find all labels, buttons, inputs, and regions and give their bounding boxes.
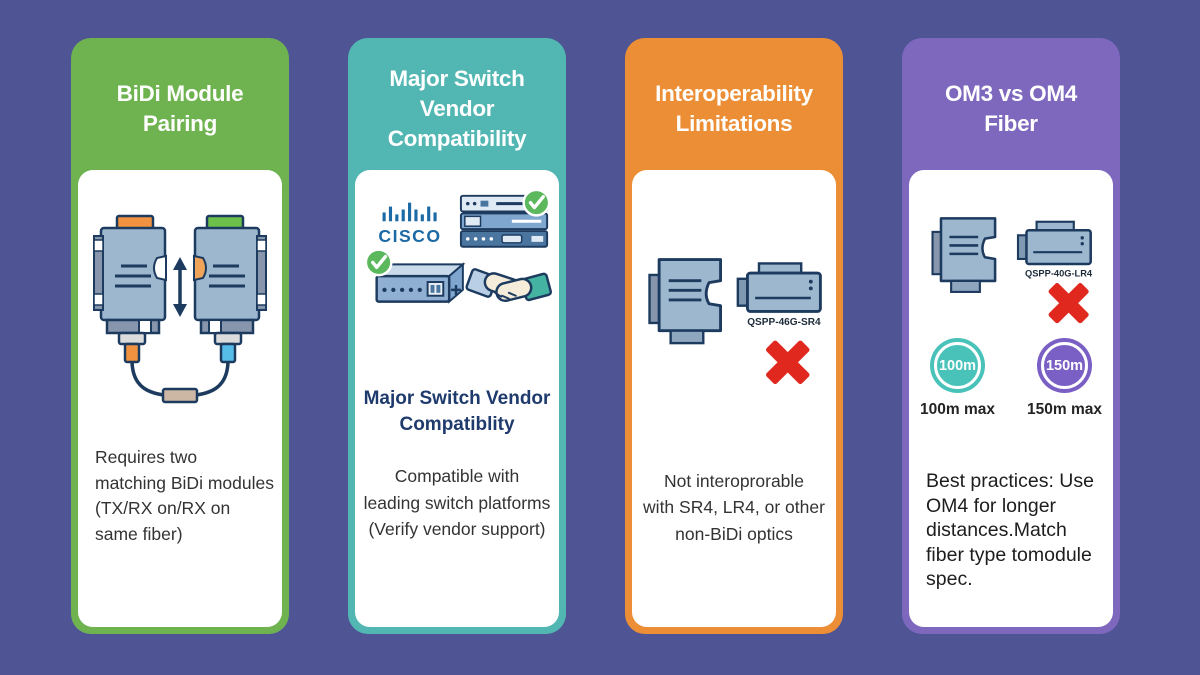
om3-distance-value: 100m (938, 357, 977, 374)
card-header: OM3 vs OM4 Fiber (902, 38, 1120, 170)
bidi-module-pair-icon (93, 214, 267, 404)
card-subheading: Major Switch Vendor Compatiblity (363, 388, 551, 435)
fiber-distance-row: 100m 100m max 150m 150m max (909, 338, 1113, 419)
right-transceiver-icon (193, 214, 267, 364)
card-header: Interoperability Limitations (625, 38, 843, 170)
card-panel: QSPP-40G-LR4 100m 100m max 150m (909, 170, 1113, 627)
card-body-text: Compatible with leading switch platforms… (363, 466, 551, 539)
card-body-text: Best practices: Use OM4 for longer dista… (926, 470, 1094, 591)
om3-circle-badge: 100m (930, 338, 985, 393)
lr4-module-icon: QSPP-40G-LR4 (1016, 220, 1093, 279)
bidi-module-icon (931, 217, 997, 293)
card-body-text: Not interoprorable with SR4, LR4, or oth… (643, 471, 825, 544)
incompatible-modules-icons: QSPP-46G-SR4 (648, 258, 822, 385)
left-transceiver-icon (93, 214, 167, 364)
om4-distance: 150m 150m max (1027, 338, 1102, 419)
check-icon (364, 248, 393, 277)
cable-ferrule (161, 387, 199, 404)
bidi-module-icon (648, 258, 723, 345)
om3-distance-label: 100m max (920, 401, 995, 418)
card-title: OM3 vs OM4 Fiber (944, 81, 1078, 136)
om4-distance-value: 150m (1045, 357, 1084, 374)
om3-distance: 100m 100m max (920, 338, 995, 419)
om4-circle-badge: 150m (1036, 338, 1092, 393)
cross-icon (1048, 283, 1089, 324)
vendor-icons: CISCO (364, 188, 553, 304)
module-label: QSPP-40G-LR4 (1025, 269, 1093, 279)
card-om3-vs-om4-fiber: OM3 vs OM4 Fiber QSPP-40G (902, 38, 1120, 634)
card-interoperability-limitations: Interoperability Limitations (625, 38, 843, 634)
infographic-board: BiDi Module Pairing (71, 38, 1120, 634)
sr4-module-icon: QSPP-46G-SR4 (736, 262, 822, 328)
card-title: BiDi Module Pairing (116, 81, 244, 136)
card-vendor-compatibility: Major Switch Vendor Compatibility CISCO (348, 38, 566, 634)
card-title: Interoperability Limitations (655, 81, 813, 136)
om4-distance-label: 150m max (1027, 401, 1102, 418)
check-icon (522, 188, 551, 217)
card-panel: CISCO (355, 170, 559, 627)
cisco-wordmark: CISCO (378, 226, 441, 246)
card-title: Major Switch Vendor Compatibility (387, 66, 527, 151)
card-bidi-module-pairing: BiDi Module Pairing (71, 38, 289, 634)
cisco-logo: CISCO (378, 202, 441, 246)
card-panel: Requires two matching BiDi modules (TX/R… (78, 170, 282, 627)
handshake-icon (465, 268, 553, 303)
module-label: QSPP-46G-SR4 (747, 317, 821, 328)
card-header: Major Switch Vendor Compatibility (348, 38, 566, 170)
card-header: BiDi Module Pairing (71, 38, 289, 170)
switch-icon (375, 262, 466, 304)
cross-icon (766, 340, 810, 385)
card-body-text: Requires two matching BiDi modules (TX/R… (95, 447, 274, 545)
up-down-arrow-icon (173, 257, 187, 317)
fiber-modules-icons: QSPP-40G-LR4 (931, 217, 1093, 324)
card-panel: QSPP-46G-SR4 Not interoprorable with SR4… (632, 170, 836, 627)
